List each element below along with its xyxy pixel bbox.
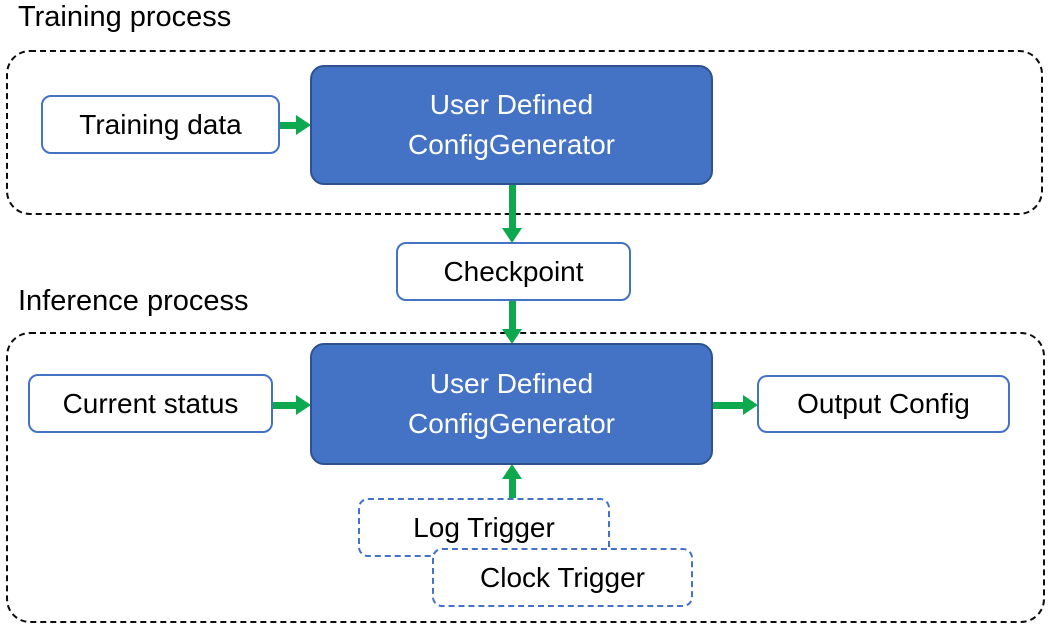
arrow-up-icon (502, 464, 522, 479)
arrow-right-icon (296, 395, 311, 415)
arrow-down-icon (502, 228, 522, 243)
checkpoint-box: Checkpoint (396, 242, 631, 301)
training-data-box: Training data (41, 95, 280, 154)
generator-label-line2: ConfigGenerator (407, 129, 615, 160)
training-process-container (6, 50, 1043, 215)
arrow-stem (273, 402, 296, 409)
generator-label-line2: ConfigGenerator (407, 408, 615, 439)
current-status-box: Current status (28, 374, 273, 433)
arrow-stem (509, 301, 516, 329)
clock-trigger-box: Clock Trigger (432, 548, 693, 607)
inference-config-generator-box: User Defined ConfigGenerator (310, 343, 713, 465)
arrow-right-icon (743, 395, 758, 415)
training-config-generator-box: User Defined ConfigGenerator (310, 65, 713, 185)
inference-process-container (6, 332, 1045, 623)
training-process-title: Training process (18, 1, 232, 33)
arrow-stem (280, 122, 296, 129)
arrow-down-icon (502, 329, 522, 344)
log-trigger-box: Log Trigger (358, 498, 610, 557)
arrow-stem (713, 402, 743, 409)
generator-label-line1: User Defined (429, 89, 594, 120)
arrow-stem (509, 478, 516, 499)
arrow-right-icon (296, 115, 311, 135)
output-config-box: Output Config (757, 375, 1010, 433)
arrow-stem (509, 185, 516, 228)
generator-label-line1: User Defined (429, 368, 594, 399)
inference-process-title: Inference process (18, 285, 249, 317)
